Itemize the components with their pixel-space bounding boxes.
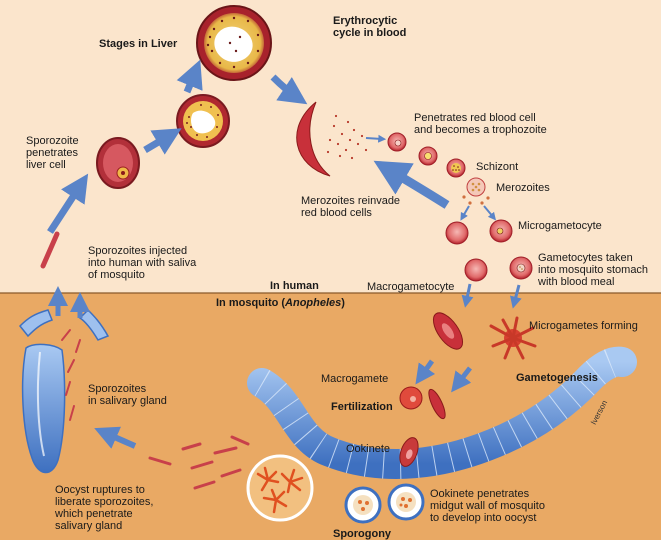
macrogamete	[400, 387, 422, 409]
liver-cell-infected	[97, 138, 139, 188]
label-gametocytes-taken: Gametocytes taken into mosquito stomach …	[538, 252, 648, 288]
label-erythrocytic-cycle: Erythrocytic cycle in blood	[333, 15, 406, 39]
label-ookinete-penetrates: Ookinete penetrates midgut wall of mosqu…	[430, 488, 545, 524]
oocyst-rupturing	[248, 456, 312, 520]
rbc-microgametocyte	[490, 220, 512, 242]
label-sporozoite-penetrates: Sporozoite penetrates liver cell	[26, 135, 79, 171]
arrow-to-trophozoite	[366, 138, 383, 139]
label-sporozoites-salivary-gland: Sporozoites in salivary gland	[88, 383, 167, 407]
label-in-mosquito: In mosquito (Anopheles)	[216, 297, 345, 309]
label-merozoites: Merozoites	[496, 182, 550, 194]
label-stages-in-liver: Stages in Liver	[99, 38, 177, 50]
rbc-ring	[419, 147, 437, 165]
rbc-trophozoite	[388, 133, 406, 151]
label-gametogenesis: Gametogenesis	[516, 372, 598, 384]
label-penetrates-rbc: Penetrates red blood cell and becomes a …	[414, 112, 547, 136]
label-microgametes-forming: Microgametes forming	[529, 320, 638, 332]
label-merozoites-reinvade: Merozoites reinvade red blood cells	[301, 195, 400, 219]
label-sporozoites-injected: Sporozoites injected into human with sal…	[88, 245, 196, 281]
label-sporogony: Sporogony	[333, 528, 391, 540]
rbc-macrogametocyte	[465, 259, 487, 281]
rbc-macrogametocyte-early	[446, 222, 468, 244]
liver-schizont	[197, 6, 271, 80]
rbc-merozoites	[467, 178, 485, 196]
rbc-schizont	[447, 159, 465, 177]
oocyst-small	[346, 488, 380, 522]
label-macrogamete: Macrogamete	[321, 373, 388, 385]
label-fertilization: Fertilization	[331, 401, 393, 413]
label-ookinete: Ookinete	[346, 443, 390, 455]
label-schizont: Schizont	[476, 161, 518, 173]
oocyst-developing	[389, 485, 423, 519]
label-oocyst-ruptures: Oocyst ruptures to liberate sporozoites,…	[55, 484, 153, 532]
rbc-gametocyte	[510, 257, 532, 279]
label-in-human: In human	[270, 280, 319, 292]
label-macrogametocyte: Macrogametocyte	[367, 281, 454, 293]
liver-stage-developing	[177, 95, 229, 147]
label-microgametocyte: Microgametocyte	[518, 220, 602, 232]
